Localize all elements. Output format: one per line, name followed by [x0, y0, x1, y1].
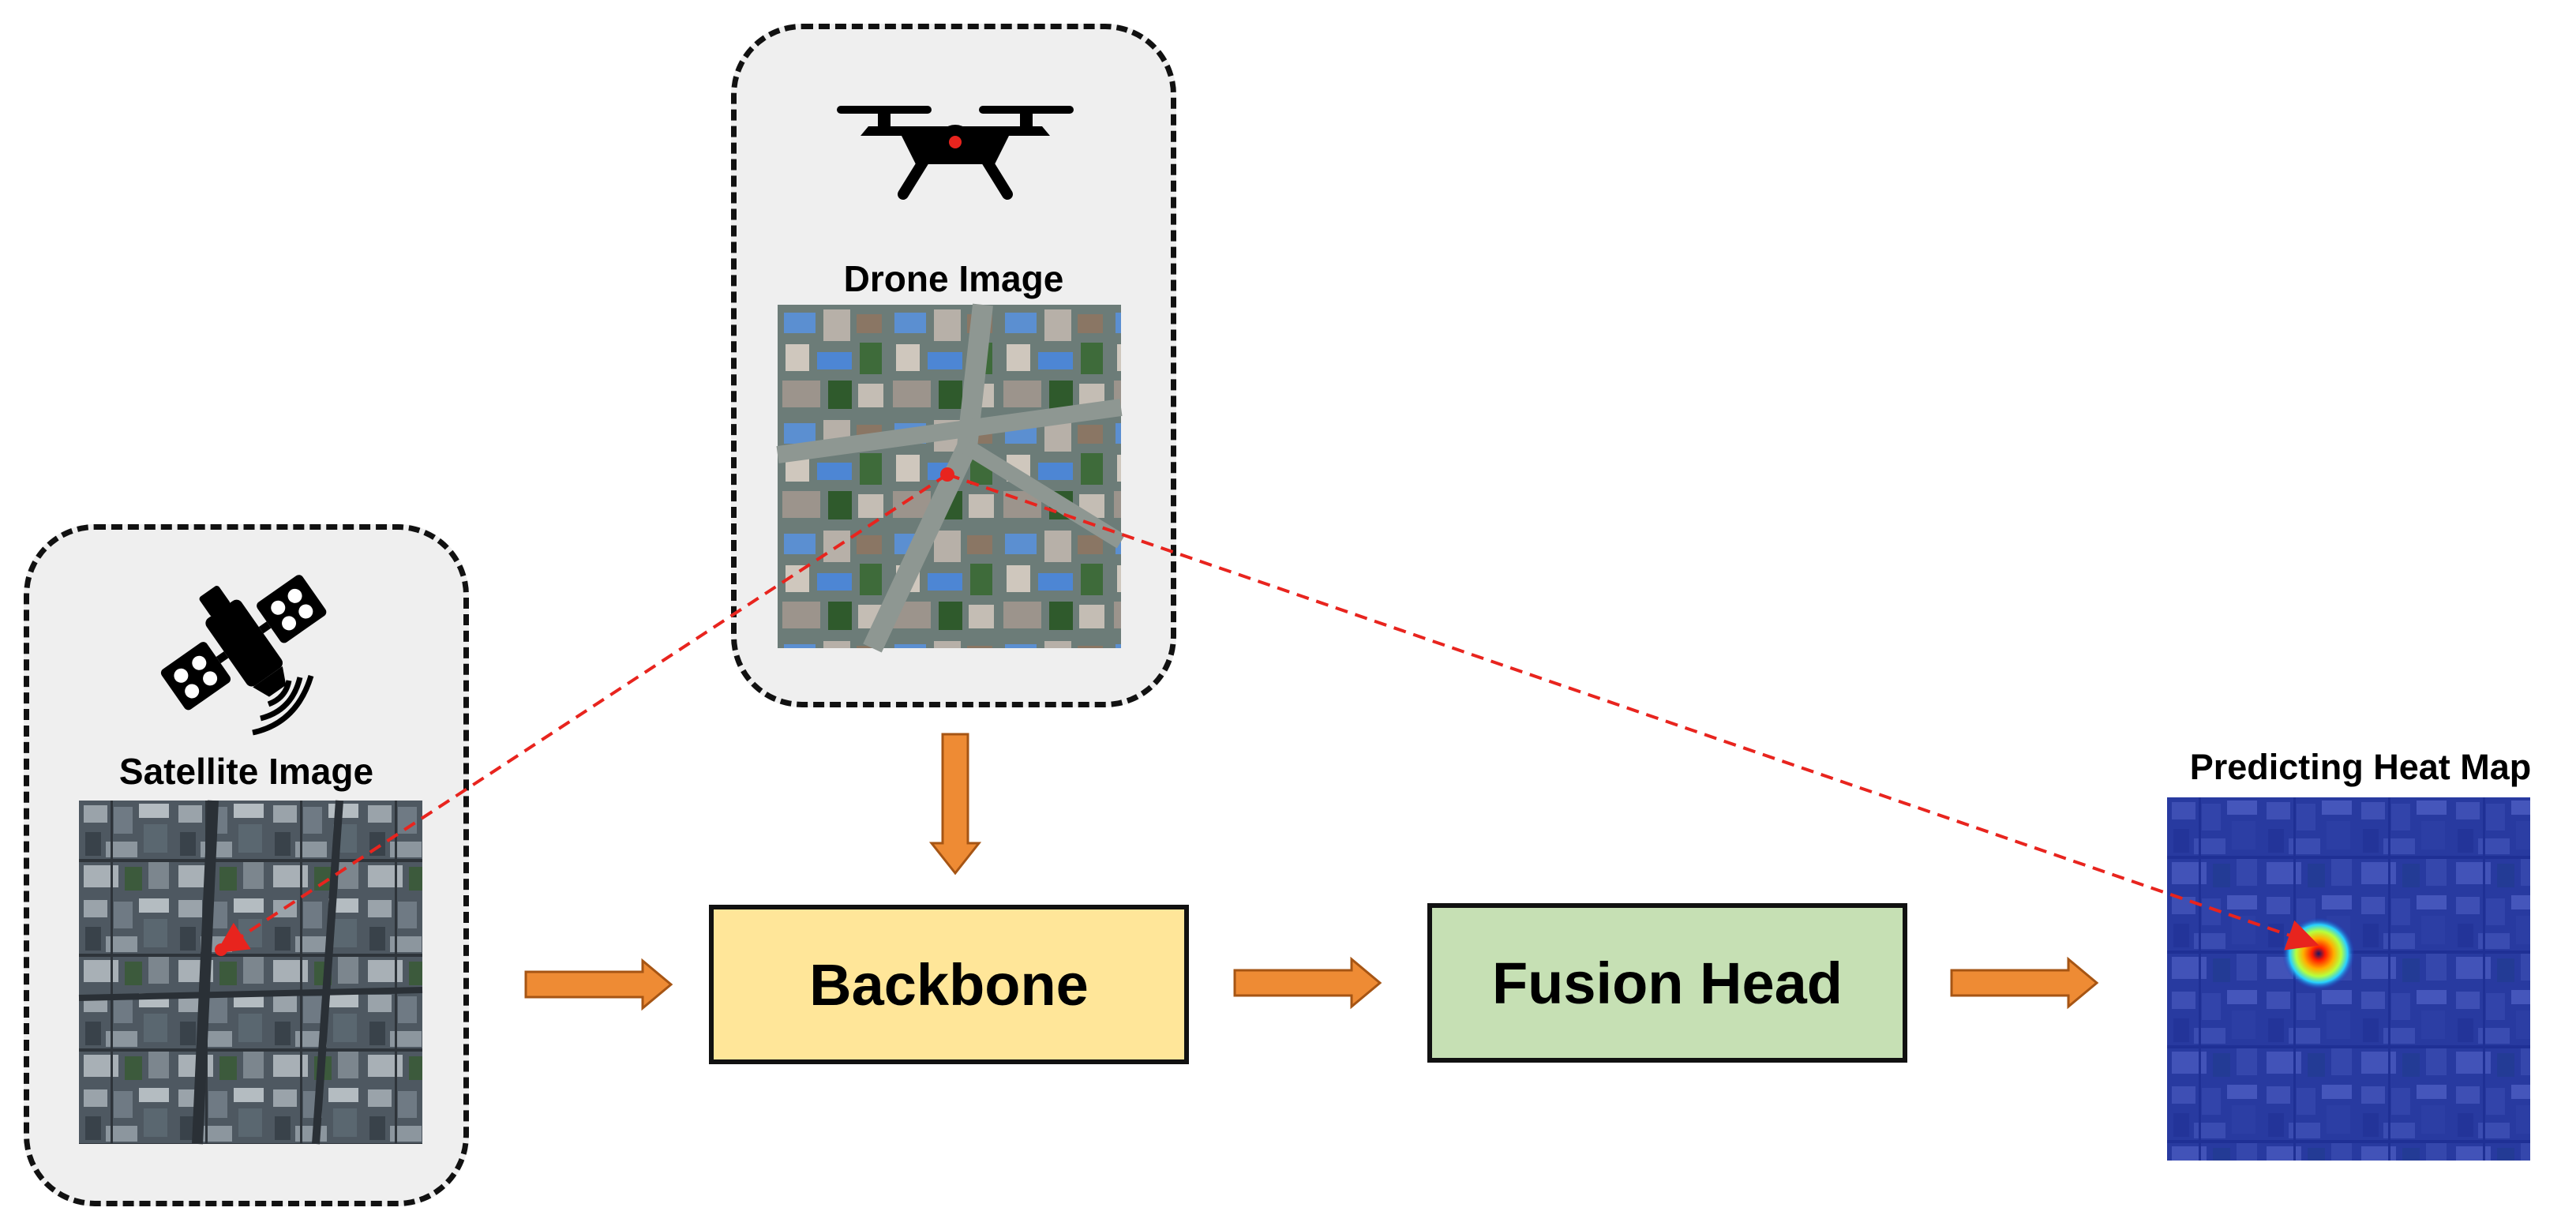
- satellite-point: [215, 943, 227, 956]
- backbone-box: Backbone: [709, 905, 1189, 1064]
- arrow-backbone-to-fusion: [1233, 956, 1382, 1010]
- drone-point: [940, 467, 954, 482]
- arrow-drone-to-backbone: [928, 733, 982, 876]
- fusion-head-box: Fusion Head: [1427, 903, 1907, 1063]
- heatmap-label: Predicting Heat Map: [2189, 747, 2532, 787]
- satellite-label: Satellite Image: [118, 751, 374, 792]
- arrow-fusion-to-heatmap: [1950, 956, 2099, 1010]
- line-drone-to-satellite: [216, 473, 949, 954]
- line-drone-to-heatmap: [947, 473, 2319, 951]
- heatmap-image: [2167, 797, 2530, 1161]
- satellite-image: [78, 800, 423, 1145]
- drone-icon: [837, 106, 1074, 200]
- drone-label: Drone Image: [843, 258, 1064, 299]
- arrow-satellite-to-backbone: [524, 958, 673, 1011]
- satellite-icon: [160, 575, 327, 736]
